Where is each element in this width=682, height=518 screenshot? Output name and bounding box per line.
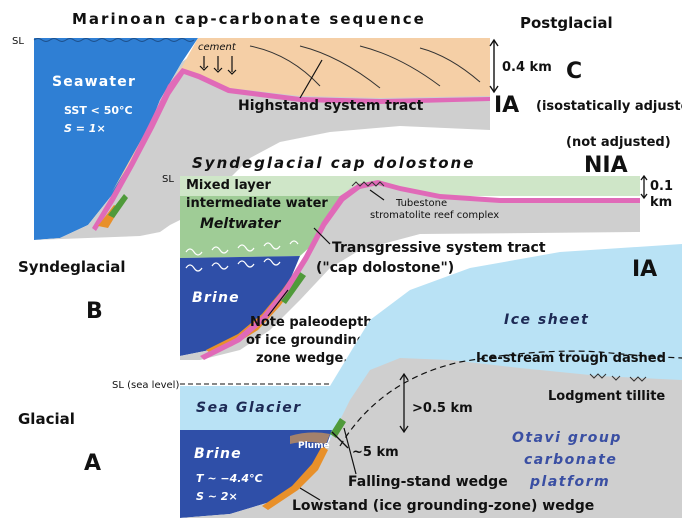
panel-b-mixed-layer: [180, 176, 640, 196]
panel-a-lowstand-label: Lowstand (ice grounding-zone) wedge: [292, 498, 594, 514]
panel-b-thickness-bracket: [640, 174, 648, 200]
panel-a-plume-label: Plume: [298, 441, 330, 451]
panel-c-stage: Postglacial: [520, 14, 613, 32]
panel-b-sl: SL: [162, 174, 174, 185]
panel-c: Marinoan cap-carbonate sequence Postglac…: [12, 10, 682, 240]
panel-c-thickness-bracket: [489, 38, 499, 94]
panel-a: Glacial A IA Ice sheet Ice-stream trough…: [18, 244, 682, 518]
panel-b-mixed-line2: intermediate water: [186, 196, 328, 211]
panel-a-ice-sheet-label: Ice sheet: [504, 312, 589, 328]
panel-c-cap-dolostone: [92, 68, 490, 231]
panel-a-sl: SL (sea level): [112, 380, 179, 391]
panel-a-falling-label: Falling-stand wedge: [348, 474, 508, 490]
panel-c-cement-arrows: [199, 56, 237, 75]
panel-a-otavi-line1: Otavi group: [512, 430, 622, 446]
panel-c-highstand-tract: [112, 38, 490, 192]
panel-b: Syndeglacial cap dolostone Syndeglacial …: [18, 135, 673, 366]
panel-b-title: Syndeglacial cap dolostone: [192, 154, 475, 172]
panel-a-stage: Glacial: [18, 410, 75, 428]
panel-b-brine-label: Brine: [192, 290, 240, 306]
panel-b-brine: [180, 256, 300, 356]
panel-b-brine-waves: [185, 240, 299, 272]
panel-c-seawater: [34, 38, 198, 240]
panel-b-note-line3: zone wedge.: [256, 351, 348, 366]
panel-a-falling-wedge: [330, 418, 346, 438]
panel-a-distance: ~5 km: [352, 445, 399, 460]
panel-b-bedrock: [180, 182, 640, 360]
panel-c-ia: IA: [494, 93, 519, 118]
panel-c-title: Marinoan cap-carbonate sequence: [72, 10, 426, 28]
panel-a-plume: [290, 432, 330, 444]
panel-a-ice-stream-label: Ice-stream trough dashed: [476, 351, 666, 366]
panel-b-mixed-line1: Mixed layer: [186, 178, 272, 193]
panel-b-thickness-unit: km: [650, 195, 672, 210]
panel-a-sea-glacier-label: Sea Glacier: [196, 400, 302, 416]
panel-b-tubestone-bumps: [351, 181, 385, 187]
panel-a-distance-arrow: [331, 431, 349, 449]
panel-a-ia: IA: [632, 257, 657, 282]
panel-b-transgressive-line1: Transgressive system tract: [332, 240, 546, 256]
panel-a-tillite-bumps: [589, 373, 647, 382]
panel-b-letter: B: [86, 299, 103, 324]
panel-a-ice-stream-trough: [339, 350, 682, 447]
panel-a-brine-label: Brine: [194, 446, 242, 462]
panel-b-transgressive-line2: ("cap dolostone"): [316, 260, 454, 276]
panel-a-temperature: T ~ −4.4°C: [196, 472, 263, 485]
panel-b-nia: NIA: [584, 153, 628, 178]
panel-b-note-line1: Note paleodepth: [250, 315, 373, 330]
panel-a-depth-bracket: [399, 372, 409, 434]
panel-a-otavi-line3: platform: [529, 474, 610, 490]
panel-b-not-adjusted: (not adjusted): [566, 135, 671, 150]
panel-c-seawater-label: Seawater: [52, 74, 136, 90]
panel-a-lowstand-wedge: [262, 446, 328, 510]
panel-c-sea-surface: [33, 38, 195, 42]
panel-a-otavi-line2: carbonate: [524, 452, 617, 468]
panel-c-clinoforms: [249, 45, 481, 89]
panel-c-salinity: S = 1×: [64, 122, 106, 135]
panel-c-highstand-label: Highstand system tract: [238, 98, 424, 114]
panel-a-lodgment-label: Lodgment tillite: [548, 389, 665, 404]
panel-a-salinity: S ~ 2×: [196, 490, 238, 503]
panel-a-letter: A: [84, 451, 101, 476]
panel-b-meltwater: [180, 196, 340, 258]
panel-b-tubestone-line2: stromatolite reef complex: [370, 210, 499, 221]
panel-c-sl: SL: [12, 36, 24, 47]
panel-a-brine: [180, 430, 332, 518]
panel-b-thickness-top: 0.1: [650, 179, 673, 194]
panel-c-thickness: 0.4 km: [502, 60, 552, 75]
panel-a-depth: >0.5 km: [412, 401, 473, 416]
panel-b-note-line2: of ice grounding-: [246, 333, 372, 348]
panel-b-meltwater-label: Meltwater: [200, 216, 281, 232]
panel-a-sea-glacier: [180, 386, 332, 430]
panel-b-cap-dolostone: [200, 180, 640, 360]
panel-b-stage: Syndeglacial: [18, 258, 125, 276]
panel-c-letter: C: [566, 59, 582, 84]
panel-c-ia-note: (isostatically adjusted): [536, 99, 682, 114]
panel-c-sst: SST < 50°C: [64, 104, 133, 117]
panel-c-cement-label: cement: [198, 42, 237, 53]
panel-b-tubestone-line1: Tubestone: [395, 198, 447, 209]
